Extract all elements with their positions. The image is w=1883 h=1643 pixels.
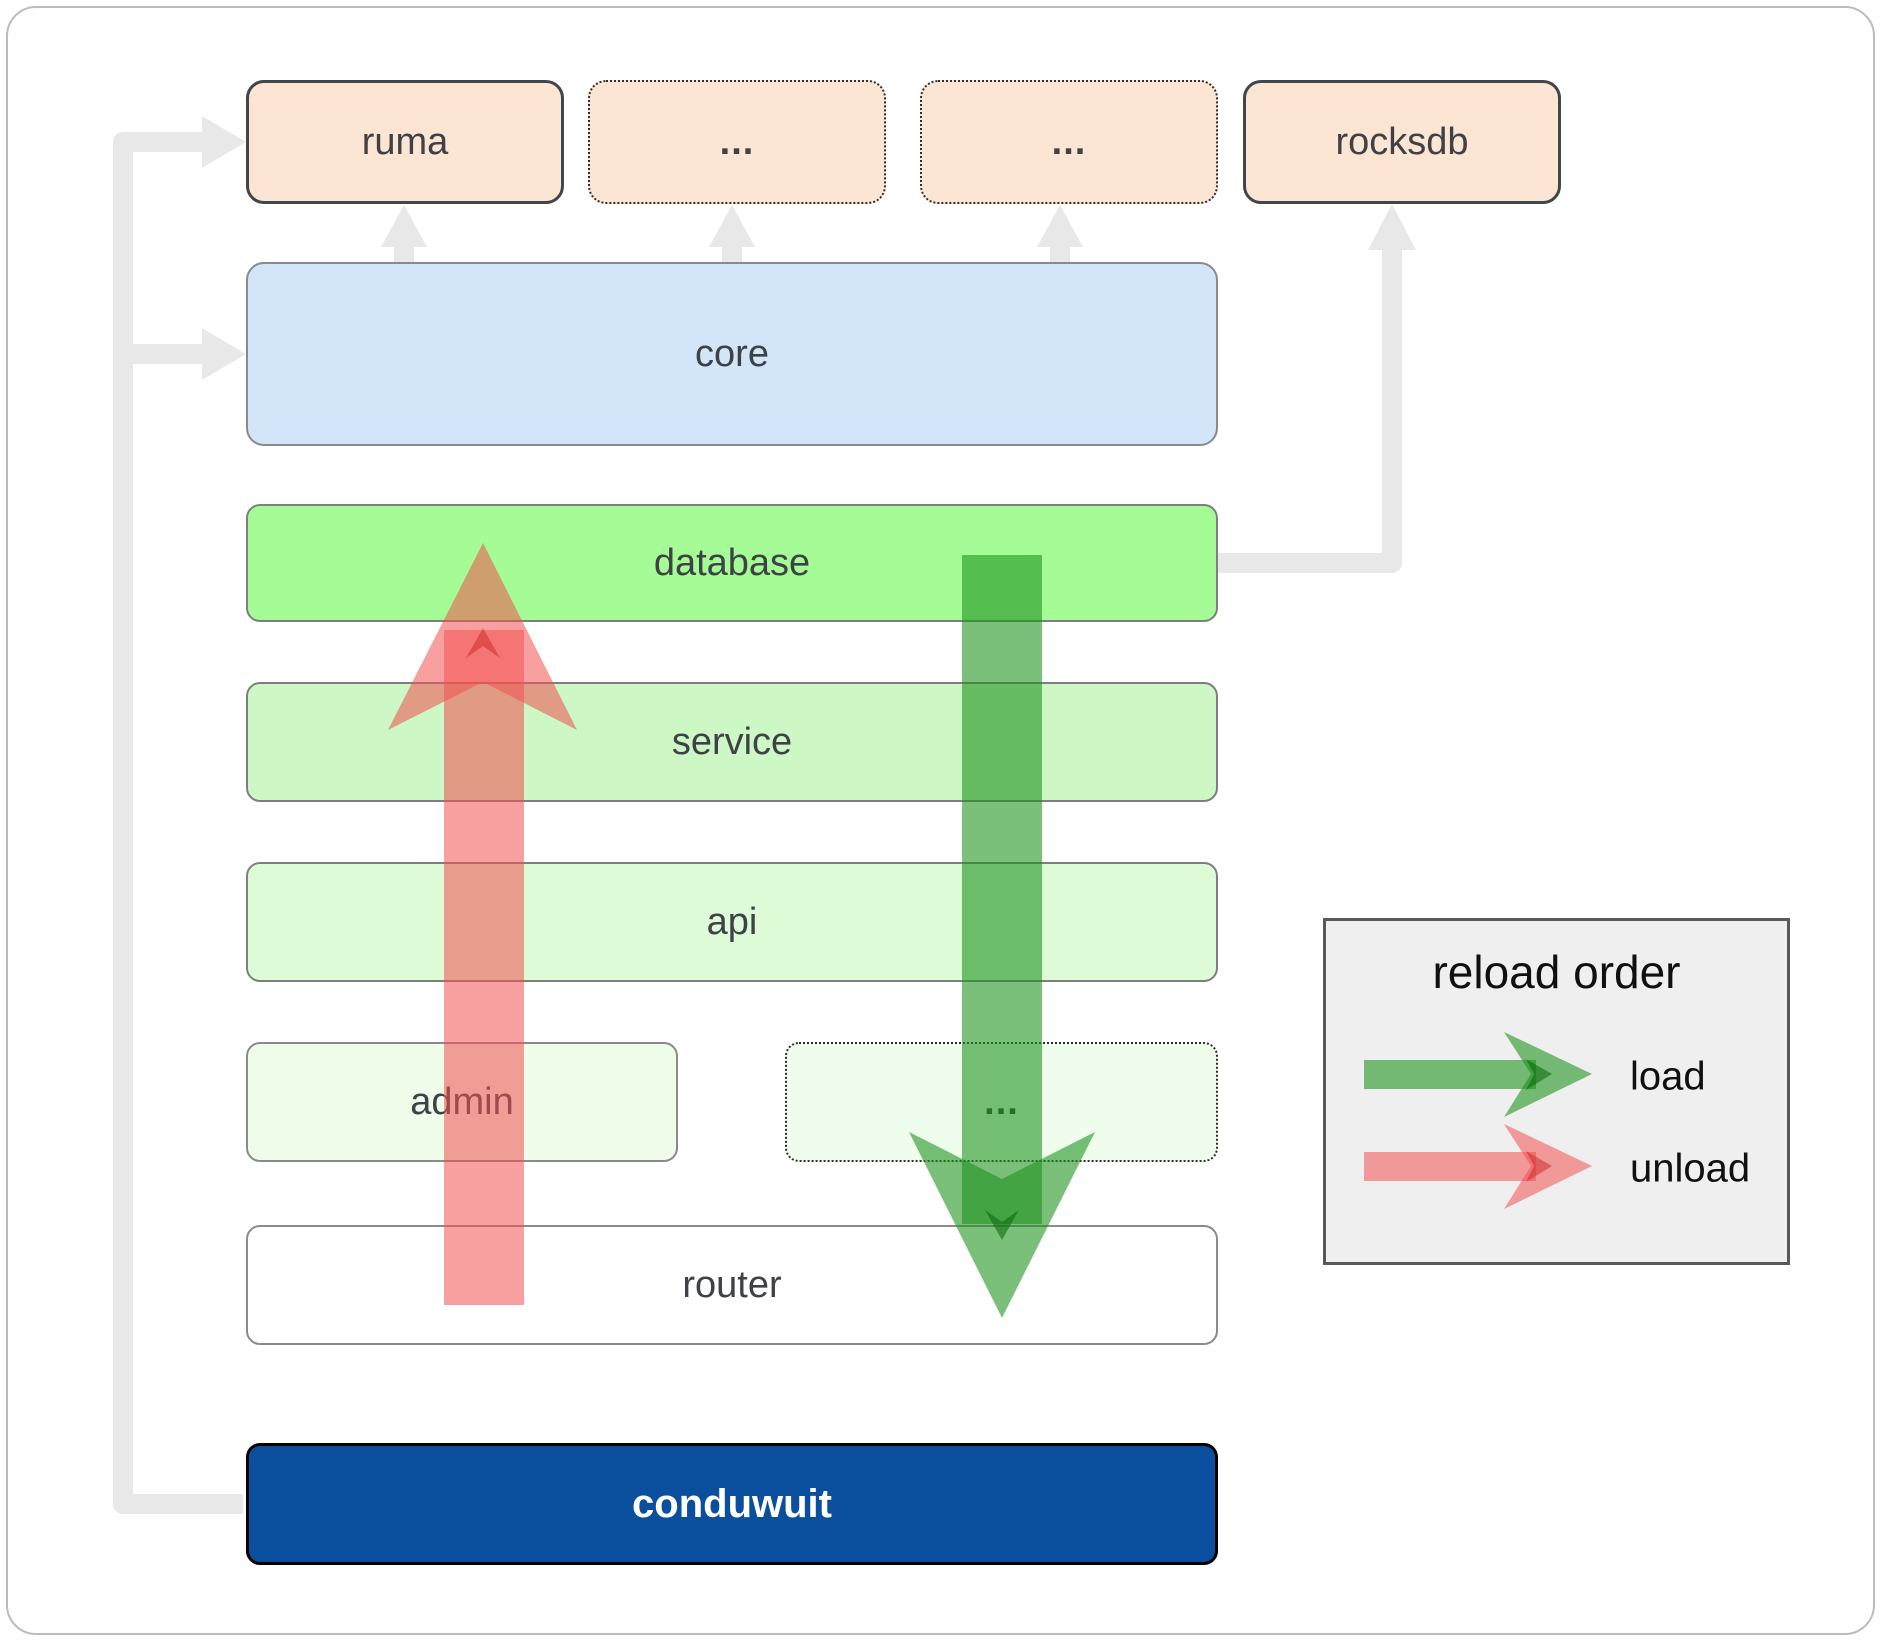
node-ellipsis-top-2: ... [920, 80, 1218, 204]
node-api-label: api [706, 900, 758, 943]
legend-title: reload order [1432, 946, 1681, 998]
node-ellipsis-top-1-label: ... [719, 120, 755, 163]
node-database: database [246, 504, 1218, 622]
node-ellipsis-top-1: ... [588, 80, 886, 204]
node-rocksdb-label: rocksdb [1335, 120, 1469, 163]
node-rocksdb: rocksdb [1243, 80, 1561, 204]
node-api: api [246, 862, 1218, 982]
page-border [6, 6, 1875, 1635]
legend-reload-order: reload order load unload [1323, 918, 1790, 1265]
node-ellipsis-top-2-label: ... [1051, 120, 1087, 163]
node-core-label: core [695, 332, 769, 375]
node-admin-label: admin [410, 1080, 514, 1123]
node-conduwuit-label: conduwuit [632, 1481, 832, 1526]
node-router-label: router [682, 1263, 782, 1306]
node-service: service [246, 682, 1218, 802]
legend-unload-label: unload [1630, 1146, 1751, 1191]
node-service-label: service [671, 720, 793, 763]
node-database-label: database [653, 541, 811, 584]
legend-load-label: load [1630, 1054, 1706, 1099]
node-conduwuit: conduwuit [246, 1443, 1218, 1565]
node-ruma-label: ruma [361, 120, 449, 163]
node-ruma: ruma [246, 80, 564, 204]
node-core: core [246, 262, 1218, 446]
node-ellipsis-admin-label: ... [984, 1080, 1019, 1123]
node-ellipsis-admin: ... [785, 1042, 1218, 1162]
node-router: router [246, 1225, 1218, 1345]
node-admin: admin [246, 1042, 678, 1162]
